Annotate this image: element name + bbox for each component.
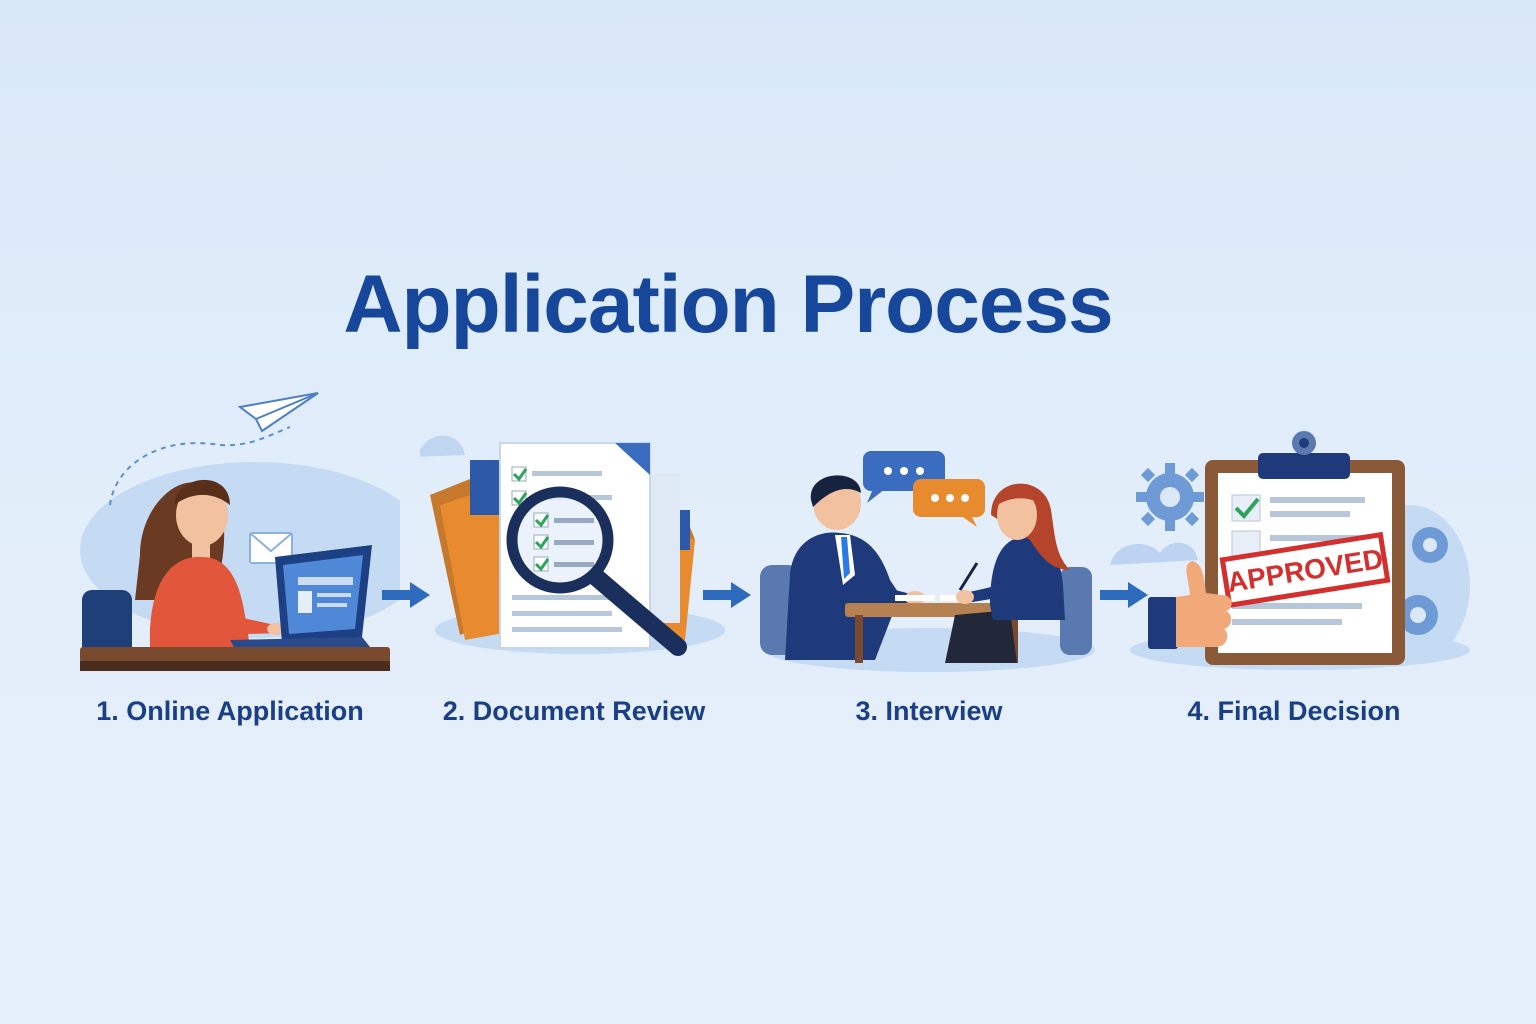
step-1-illustration	[70, 385, 400, 685]
step-2-illustration	[420, 415, 730, 665]
right-arrow-icon	[1100, 582, 1148, 608]
thumbs-up-icon	[1148, 561, 1232, 649]
woman-at-laptop-icon	[80, 392, 400, 671]
step-3-label: 3. Interview	[855, 696, 1003, 726]
page-title: Application Process	[343, 259, 1113, 350]
gear-icon	[1136, 463, 1204, 531]
magnifier-documents-icon	[420, 435, 725, 656]
arrow-1-to-2	[382, 580, 432, 610]
step-2-label: 2. Document Review	[442, 696, 706, 726]
interview-meeting-icon	[760, 451, 1095, 672]
step-4-illustration: APPROVED	[1110, 425, 1480, 675]
step-4-label: 4. Final Decision	[1187, 696, 1401, 726]
arrow-2-to-3	[703, 580, 753, 610]
arrow-3-to-4	[1100, 580, 1150, 610]
step-3-illustration	[755, 445, 1105, 675]
right-arrow-icon	[382, 582, 430, 608]
step-1-label: 1. Online Application	[96, 696, 364, 726]
approved-clipboard-icon: APPROVED	[1110, 431, 1470, 670]
right-arrow-icon	[703, 582, 751, 608]
